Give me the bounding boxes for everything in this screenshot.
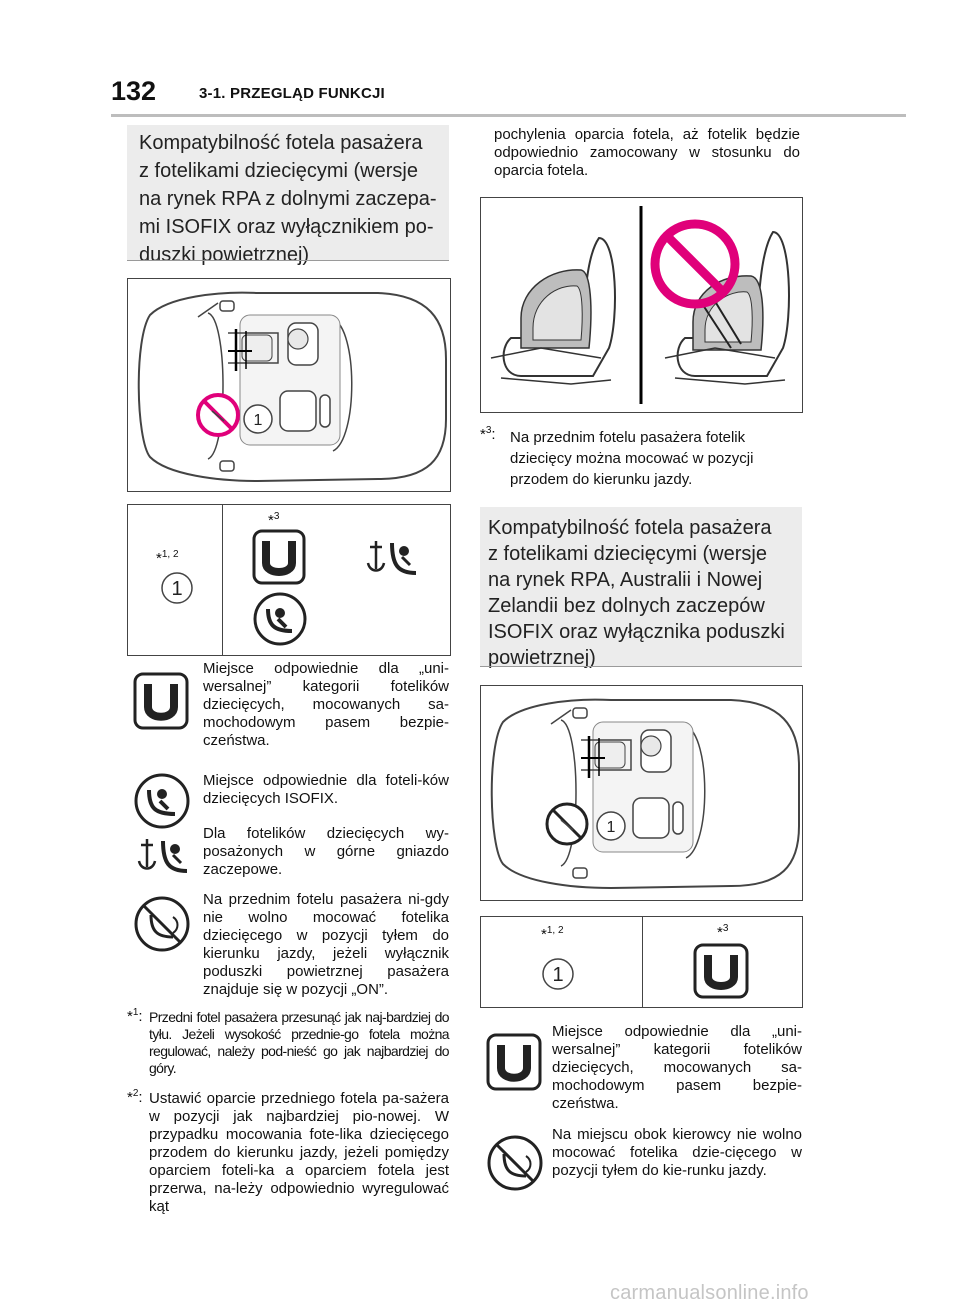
legend-item: Na przednim fotelu pasażera ni-gdy nie w… bbox=[127, 891, 451, 1001]
legend-item: Dla fotelików dziecięcych wy-posażonych … bbox=[127, 825, 451, 885]
rear-facing-prohibited-icon bbox=[487, 1135, 543, 1191]
prohibition-sign-icon bbox=[650, 219, 740, 309]
left-section-heading-box: Kompatybilność fotela pasażera z fotelik… bbox=[127, 125, 449, 266]
col1-header: *1, 2 bbox=[156, 549, 179, 567]
legend-item: Miejsce odpowiednie dla „uni-wersalnej” … bbox=[480, 1023, 803, 1133]
col2-header: *3 bbox=[268, 511, 280, 529]
right-compat-table: *1, 2 1 *3 bbox=[480, 916, 803, 1008]
watermark: carmanualsonline.info bbox=[610, 1282, 809, 1304]
right-section-heading: Kompatybilność fotela pasażera z fotelik… bbox=[488, 517, 785, 669]
universal-u-icon bbox=[486, 1033, 542, 1091]
seat-adjustment-illustration bbox=[480, 197, 803, 413]
seat-position-number: 1 bbox=[607, 819, 616, 836]
svg-text:1: 1 bbox=[171, 578, 182, 600]
table-divider bbox=[222, 505, 223, 655]
universal-u-icon bbox=[693, 943, 749, 999]
rear-facing-prohibited-icon bbox=[134, 896, 190, 952]
col2-header: *3 bbox=[717, 923, 729, 941]
universal-u-icon bbox=[133, 672, 189, 730]
left-section-heading: Kompatybilność fotela pasażera z fotelik… bbox=[139, 132, 437, 266]
section-title: 3-1. PRZEGLĄD FUNKCJI bbox=[199, 85, 385, 102]
svg-text:1: 1 bbox=[552, 964, 563, 986]
car-topview-illustration: 1 bbox=[490, 698, 800, 890]
seat-number-circle-icon: 1 bbox=[161, 572, 193, 604]
seat-position-number: 1 bbox=[254, 412, 263, 429]
header-rule bbox=[111, 114, 906, 117]
seat-number-circle-icon: 1 bbox=[542, 958, 574, 990]
table-divider bbox=[642, 917, 643, 1007]
continuation-text: pochylenia oparcia fotela, aż fotelik bę… bbox=[494, 126, 800, 179]
col1-header: *1, 2 bbox=[541, 925, 564, 943]
right-car-diagram: 1 bbox=[480, 685, 803, 901]
universal-u-icon bbox=[252, 529, 306, 585]
isofix-seat-icon bbox=[134, 773, 190, 829]
left-compat-table: *1, 2 1 *3 bbox=[127, 504, 451, 656]
legend-item: Miejsce odpowiednie dla „uni-wersalnej” … bbox=[127, 660, 451, 770]
page-number: 132 bbox=[111, 76, 157, 106]
top-tether-anchor-icon bbox=[137, 839, 188, 873]
legend-item: Na miejscu obok kierowcy nie wolno mocow… bbox=[480, 1126, 803, 1206]
top-tether-anchor-icon bbox=[366, 541, 417, 575]
car-topview-illustration: 1 bbox=[137, 291, 447, 483]
left-car-diagram: 1 bbox=[127, 278, 451, 492]
legend-item: Miejsce odpowiednie dla foteli-ków dziec… bbox=[127, 770, 451, 829]
isofix-seat-icon bbox=[253, 592, 307, 646]
right-section-heading-box: Kompatybilność fotela pasażera z fotelik… bbox=[480, 507, 802, 669]
